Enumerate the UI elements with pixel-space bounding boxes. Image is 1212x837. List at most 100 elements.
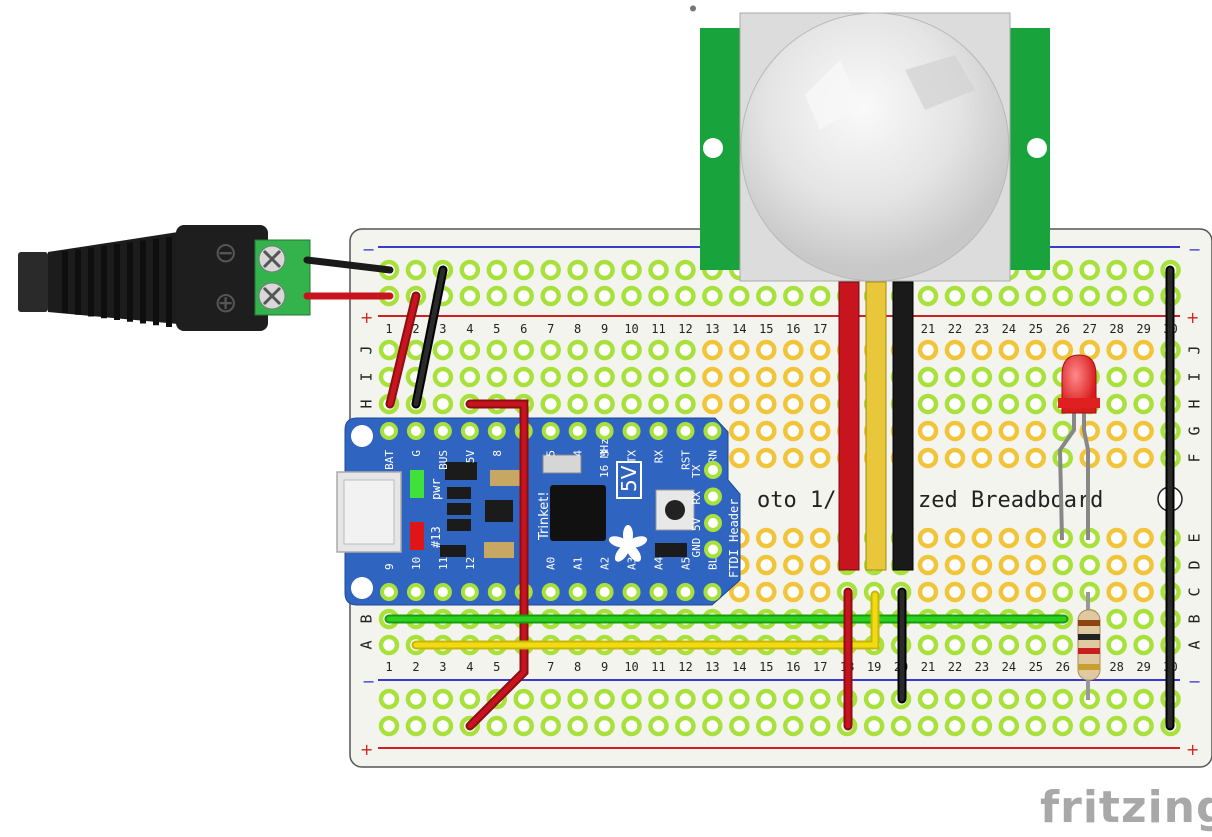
rail-hole[interactable] [702,715,723,737]
rail-hole[interactable] [1106,715,1127,737]
trinket-pin[interactable] [649,422,668,440]
grid-hole-h[interactable] [729,393,750,415]
rail-hole[interactable] [405,715,427,737]
trinket-pin[interactable] [703,422,722,440]
trinket-pin[interactable] [380,422,398,440]
rail-hole[interactable] [1052,259,1073,281]
grid-hole-g[interactable] [1052,420,1073,442]
grid-hole-h[interactable] [1133,393,1154,415]
grid-hole-i[interactable] [432,366,454,388]
grid-hole-c[interactable] [944,581,966,603]
grid-hole-h[interactable] [1025,393,1047,415]
grid-hole-j[interactable] [675,339,696,361]
rail-hole[interactable] [1025,688,1047,710]
grid-hole-f[interactable] [783,447,804,469]
grid-hole-e[interactable] [783,527,804,549]
rail-hole[interactable] [432,688,454,710]
trinket-pin[interactable] [487,422,506,440]
grid-hole-j[interactable] [648,339,669,361]
grid-hole-c[interactable] [1133,581,1154,603]
grid-hole-d[interactable] [809,554,831,576]
grid-hole-j[interactable] [917,339,939,361]
grid-hole-g[interactable] [1106,420,1127,442]
grid-hole-j[interactable] [432,339,454,361]
rail-hole[interactable] [378,688,400,710]
rail-hole[interactable] [783,715,804,737]
rail-hole[interactable] [459,688,481,710]
rail-hole[interactable] [783,285,804,307]
grid-hole-d[interactable] [1133,554,1154,576]
grid-hole-d[interactable] [1079,554,1100,576]
trinket-pin[interactable] [703,583,722,601]
grid-hole-c[interactable] [1025,581,1047,603]
grid-hole-h[interactable] [567,393,588,415]
grid-hole-f[interactable] [1106,447,1127,469]
grid-hole-a[interactable] [971,634,993,656]
grid-hole-j[interactable] [944,339,966,361]
rail-hole[interactable] [1052,285,1073,307]
grid-hole-g[interactable] [1133,420,1154,442]
trinket-pin[interactable] [676,583,695,601]
rail-hole[interactable] [675,285,696,307]
ftdi-pin[interactable] [704,514,722,532]
rail-hole[interactable] [1025,715,1047,737]
grid-hole-h[interactable] [998,393,1020,415]
trinket-pin[interactable] [568,422,587,440]
rail-hole[interactable] [971,688,993,710]
rail-hole[interactable] [1106,688,1127,710]
red-led[interactable] [1057,354,1100,541]
grid-hole-i[interactable] [486,366,508,388]
grid-hole-e[interactable] [756,527,777,549]
rail-hole[interactable] [971,715,993,737]
trinket-pin[interactable] [460,583,479,601]
grid-hole-i[interactable] [917,366,939,388]
grid-hole-f[interactable] [917,447,939,469]
trinket-board[interactable]: pwr #13 5V Trinket! 16 MHz FTDI Header B… [336,417,741,606]
rail-hole[interactable] [1079,715,1100,737]
rail-hole[interactable] [567,285,588,307]
grid-hole-c[interactable] [756,581,777,603]
grid-hole-e[interactable] [809,527,831,549]
rail-hole[interactable] [944,285,966,307]
rail-hole[interactable] [540,259,561,281]
grid-hole-e[interactable] [917,527,939,549]
grid-hole-d[interactable] [1052,554,1073,576]
rail-hole[interactable] [729,688,750,710]
rail-hole[interactable] [405,688,427,710]
grid-hole-f[interactable] [971,447,993,469]
grid-hole-g[interactable] [998,420,1020,442]
grid-hole-d[interactable] [917,554,939,576]
trinket-pin[interactable] [460,422,479,440]
ftdi-pin[interactable] [704,487,722,506]
grid-hole-e[interactable] [1133,527,1154,549]
rail-hole[interactable] [567,715,588,737]
grid-hole-i[interactable] [1133,366,1154,388]
grid-hole-d[interactable] [998,554,1020,576]
rail-hole[interactable] [405,259,427,281]
grid-hole-d[interactable] [1025,554,1047,576]
trinket-pin[interactable] [433,583,452,601]
grid-hole-a[interactable] [1052,634,1073,656]
trinket-pin[interactable] [406,583,425,601]
dc-barrel-jack[interactable]: ⊖ ⊕ [18,225,311,331]
ftdi-pin[interactable] [704,461,722,479]
rail-hole[interactable] [540,688,561,710]
grid-hole-d[interactable] [944,554,966,576]
rail-hole[interactable] [540,285,561,307]
rail-hole[interactable] [648,285,669,307]
rail-hole[interactable] [890,715,912,737]
grid-hole-i[interactable] [809,366,831,388]
grid-hole-i[interactable] [567,366,588,388]
grid-hole-a[interactable] [378,634,400,656]
rail-hole[interactable] [756,715,777,737]
rail-hole[interactable] [621,285,642,307]
grid-hole-c[interactable] [917,581,939,603]
grid-hole-a[interactable] [1106,634,1127,656]
grid-hole-j[interactable] [540,339,561,361]
grid-hole-g[interactable] [809,420,831,442]
grid-hole-i[interactable] [675,366,696,388]
rail-hole[interactable] [675,715,696,737]
rail-hole[interactable] [594,715,615,737]
grid-hole-i[interactable] [971,366,993,388]
rail-hole[interactable] [729,715,750,737]
